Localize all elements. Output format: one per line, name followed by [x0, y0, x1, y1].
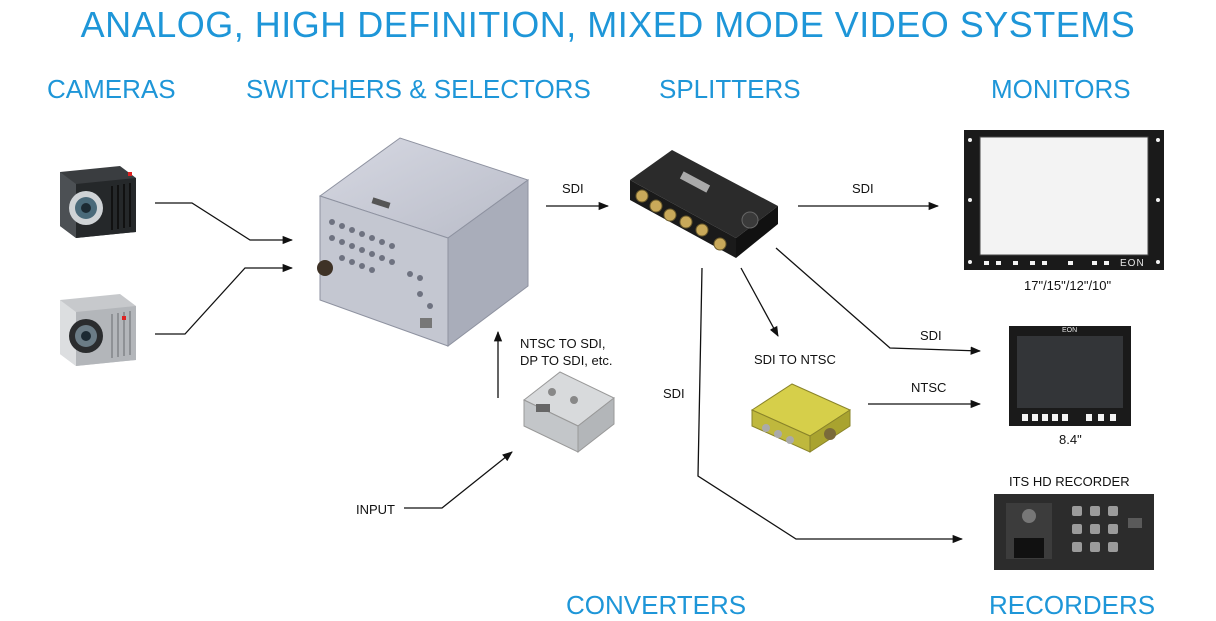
recorder — [994, 494, 1154, 570]
camera-dark — [60, 166, 136, 238]
label-input: INPUT — [356, 502, 395, 517]
monitor-small — [1009, 326, 1131, 426]
label-sdi-splitter-monitor: SDI — [852, 181, 874, 196]
label-recorder-name: ITS HD RECORDER — [1009, 474, 1130, 489]
category-monitors: MONITORS — [991, 74, 1131, 104]
splitter — [630, 150, 778, 258]
system-diagram — [60, 130, 1164, 570]
small-monitor-brand: EON — [1062, 327, 1078, 334]
label-sdi-switcher-splitter: SDI — [562, 181, 584, 196]
monitor-large — [964, 130, 1164, 270]
monitor-brand: EON — [1120, 258, 1145, 269]
label-small-monitor-size: 8.4" — [1059, 432, 1082, 447]
camera-links — [155, 202, 294, 335]
label-sdi-splitter-small-monitor: SDI — [920, 328, 942, 343]
converter-ntsc-to-sdi — [523, 371, 615, 454]
label-ntsc-to-sdi-line1: NTSC TO SDI, — [520, 336, 606, 351]
camera-silver — [60, 294, 136, 366]
category-switchers: SWITCHERS & SELECTORS — [246, 74, 591, 104]
page-title: ANALOG, HIGH DEFINITION, MIXED MODE VIDE… — [80, 4, 1136, 45]
converter-sdi-to-ntsc — [750, 383, 852, 453]
label-sdi-to-ntsc: SDI TO NTSC — [754, 352, 836, 367]
label-ntsc: NTSC — [911, 380, 947, 395]
label-sdi-vertical: SDI — [663, 386, 685, 401]
category-splitters: SPLITTERS — [659, 74, 801, 104]
label-ntsc-to-sdi-line2: DP TO SDI, etc. — [520, 353, 613, 368]
signal-arrows — [404, 201, 982, 544]
label-monitor-sizes: 17"/15"/12"/10" — [1024, 278, 1112, 293]
switcher-box — [317, 137, 530, 347]
category-cameras: CAMERAS — [47, 74, 176, 104]
